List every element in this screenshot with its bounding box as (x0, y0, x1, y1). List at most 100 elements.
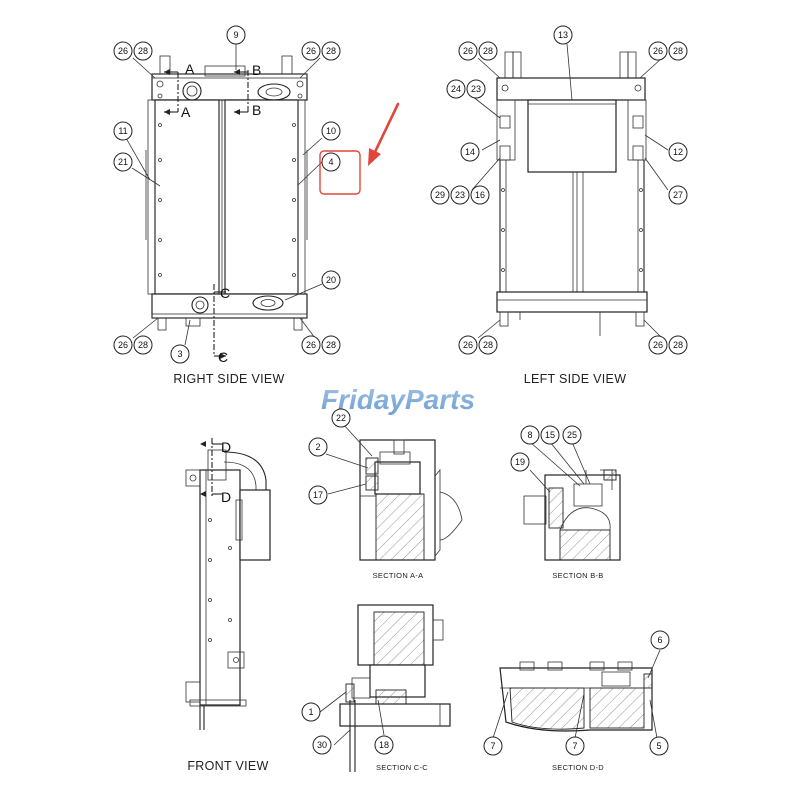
svg-text:12: 12 (673, 147, 683, 157)
callout-15: 15 (540, 425, 560, 445)
callout-14: 14 (460, 142, 480, 162)
callout-28: 28 (478, 335, 498, 355)
svg-text:9: 9 (233, 30, 238, 40)
section-marker-a-bottom: A (181, 104, 191, 120)
svg-text:21: 21 (118, 157, 128, 167)
callout-25: 25 (562, 425, 582, 445)
callout-28: 28 (321, 41, 341, 61)
callout-16: 16 (470, 185, 490, 205)
watermark-logo: FridayParts (321, 384, 475, 415)
callout-7: 7 (483, 736, 503, 756)
callout-26: 26 (458, 335, 478, 355)
svg-text:15: 15 (545, 430, 555, 440)
left-side-view-label: LEFT SIDE VIEW (524, 372, 627, 386)
svg-text:10: 10 (326, 126, 336, 136)
svg-text:29: 29 (435, 190, 445, 200)
callout-3: 3 (170, 344, 190, 364)
svg-text:28: 28 (326, 340, 336, 350)
section-a-a: SECTION A-A (325, 424, 463, 580)
section-marker-c-top: C (220, 285, 230, 301)
section-marker-d-bottom: D (221, 489, 231, 505)
svg-text:22: 22 (336, 413, 346, 423)
callout-21: 21 (113, 152, 133, 172)
callout-26: 26 (648, 41, 668, 61)
callout-26: 26 (113, 335, 133, 355)
svg-text:30: 30 (317, 740, 327, 750)
callout-10: 10 (321, 121, 341, 141)
svg-text:23: 23 (455, 190, 465, 200)
left-side-view: LEFT SIDE VIEW (471, 43, 669, 386)
svg-text:23: 23 (471, 84, 481, 94)
section-marker-c-bottom: C (218, 349, 228, 365)
callout-28: 28 (133, 41, 153, 61)
callout-23: 23 (466, 79, 486, 99)
svg-text:27: 27 (673, 190, 683, 200)
callout-8: 8 (520, 425, 540, 445)
section-marker-d-top: D (221, 439, 231, 455)
callout-19: 19 (510, 452, 530, 472)
callout-11: 11 (113, 121, 133, 141)
section-c-c: SECTION C-C (319, 604, 451, 772)
highlight-arrow (372, 102, 400, 156)
callout-28: 28 (478, 41, 498, 61)
svg-text:2: 2 (315, 442, 320, 452)
callout-18: 18 (374, 735, 394, 755)
section-d-d-label: SECTION D-D (552, 763, 604, 772)
callout-20: 20 (321, 270, 341, 290)
callout-bubbles: 26 28 9 26 28 11 21 10 4 20 26 28 3 26 2… (113, 25, 688, 756)
callout-23: 23 (450, 185, 470, 205)
svg-text:17: 17 (313, 490, 323, 500)
svg-text:28: 28 (326, 46, 336, 56)
svg-text:26: 26 (463, 340, 473, 350)
callout-29: 29 (430, 185, 450, 205)
section-marker-a-top: A (185, 61, 195, 77)
callout-6: 6 (650, 630, 670, 650)
callout-4: 4 (321, 152, 341, 172)
section-d-d: SECTION D-D (492, 649, 661, 772)
svg-text:19: 19 (515, 457, 525, 467)
front-view: D D FRONT VIEW (185, 438, 271, 773)
callout-26: 26 (648, 335, 668, 355)
svg-text:26: 26 (653, 46, 663, 56)
callout-7: 7 (565, 736, 585, 756)
svg-text:13: 13 (558, 30, 568, 40)
right-side-view-label: RIGHT SIDE VIEW (173, 372, 284, 386)
callout-26: 26 (113, 41, 133, 61)
svg-text:14: 14 (465, 147, 475, 157)
svg-text:16: 16 (475, 190, 485, 200)
callout-28: 28 (133, 335, 153, 355)
svg-text:5: 5 (656, 741, 661, 751)
callout-12: 12 (668, 142, 688, 162)
svg-text:28: 28 (673, 340, 683, 350)
svg-text:26: 26 (118, 340, 128, 350)
svg-text:24: 24 (451, 84, 461, 94)
callout-9: 9 (226, 25, 246, 45)
callout-1: 1 (301, 702, 321, 722)
svg-text:28: 28 (483, 340, 493, 350)
svg-text:20: 20 (326, 275, 336, 285)
section-marker-b-bottom: B (252, 102, 261, 118)
svg-text:28: 28 (673, 46, 683, 56)
svg-text:26: 26 (118, 46, 128, 56)
callout-28: 28 (668, 335, 688, 355)
callout-17: 17 (308, 485, 328, 505)
callout-30: 30 (312, 735, 332, 755)
svg-text:26: 26 (306, 340, 316, 350)
svg-text:1: 1 (308, 707, 313, 717)
svg-text:26: 26 (463, 46, 473, 56)
svg-text:3: 3 (177, 349, 182, 359)
svg-text:4: 4 (328, 157, 333, 167)
callout-24: 24 (446, 79, 466, 99)
svg-text:11: 11 (118, 126, 127, 136)
svg-text:26: 26 (306, 46, 316, 56)
callout-28: 28 (668, 41, 688, 61)
svg-text:7: 7 (572, 741, 577, 751)
front-view-label: FRONT VIEW (187, 759, 268, 773)
svg-text:28: 28 (138, 340, 148, 350)
svg-text:8: 8 (527, 430, 532, 440)
svg-text:6: 6 (657, 635, 662, 645)
callout-28: 28 (321, 335, 341, 355)
svg-text:7: 7 (490, 741, 495, 751)
section-b-b: SECTION B-B (523, 441, 621, 580)
